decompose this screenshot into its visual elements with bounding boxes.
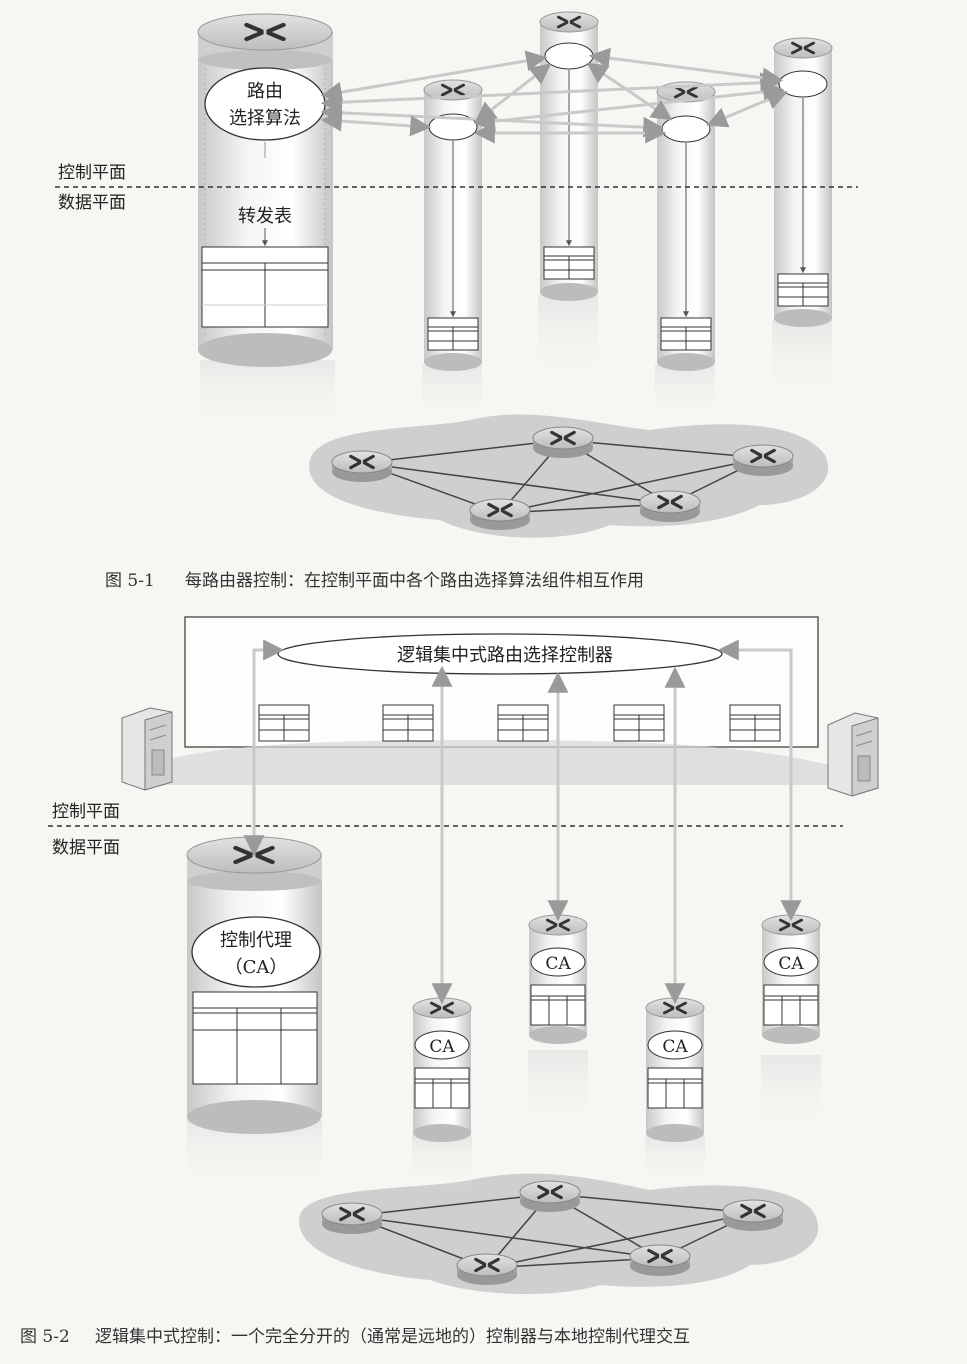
- control-agent-label-2: （CA）: [225, 957, 288, 978]
- server-icon: [121, 707, 173, 791]
- router-small-4: [773, 37, 833, 327]
- forwarding-table-icon: [763, 984, 819, 1026]
- controller-label: 逻辑集中式路由选择控制器: [397, 645, 613, 666]
- router-icon: [639, 490, 701, 522]
- routing-component: [778, 70, 828, 98]
- forwarding-table-icon: [201, 246, 329, 328]
- router-small-ca-4: CA: [761, 914, 821, 1044]
- router-small-1: [423, 79, 483, 371]
- router-icon: [629, 1244, 691, 1276]
- routing-interaction-arrows: [320, 47, 788, 144]
- ca-ellipse: [530, 947, 586, 977]
- forwarding-table-icon: [258, 704, 310, 742]
- forwarding-table-icon: [192, 991, 318, 1085]
- forwarding-table-icon: [777, 273, 829, 307]
- router-icon: [519, 1180, 581, 1212]
- figure-5-2: 逻辑集中式路由选择控制器: [20, 616, 879, 1347]
- ca-label: CA: [662, 1037, 688, 1057]
- routing-component: [544, 42, 594, 70]
- forwarding-table-icon: [660, 317, 712, 351]
- ca-ellipse: [414, 1030, 470, 1060]
- router-small-ca-3: CA: [645, 997, 705, 1142]
- router-icon: [469, 498, 531, 530]
- router-icon: [732, 444, 794, 476]
- ca-ellipse: [763, 947, 819, 977]
- routing-algorithm-label-1: 路由: [247, 81, 283, 102]
- forwarding-table-icon: [427, 317, 479, 351]
- forwarding-table-icon: [729, 704, 781, 742]
- routing-component: [661, 115, 711, 143]
- routing-algorithm-ellipse: [204, 67, 326, 141]
- router-small-ca-2: CA: [528, 914, 588, 1044]
- caption-text: 每路由器控制：在控制平面中各个路由选择算法组件相互作用: [185, 571, 644, 591]
- forwarding-table-icon: [543, 246, 595, 280]
- ca-label: CA: [429, 1037, 455, 1057]
- caption-number: 图 5-1: [105, 571, 155, 591]
- caption-number: 图 5-2: [20, 1327, 70, 1347]
- figure-5-1: 路由 选择算法 转发表: [55, 11, 858, 591]
- router-icon: [331, 450, 393, 482]
- forwarding-table-label: 转发表: [238, 206, 292, 227]
- ca-label: CA: [545, 954, 571, 974]
- forwarding-table-icon: [530, 984, 586, 1026]
- controller-agent-arrows: [243, 639, 802, 1005]
- router-small-ca-1: CA: [412, 997, 472, 1142]
- router-icon: [532, 426, 594, 458]
- router-small-2: [539, 11, 599, 301]
- caption-text: 逻辑集中式控制：一个完全分开的（通常是远地的）控制器与本地控制代理交互: [95, 1327, 690, 1347]
- ca-label: CA: [778, 954, 804, 974]
- router-icon: [722, 1199, 784, 1231]
- router-icon: [321, 1202, 383, 1234]
- control-plane-label: 控制平面: [52, 802, 120, 822]
- data-plane-label: 数据平面: [58, 193, 126, 213]
- ca-ellipse: [647, 1030, 703, 1060]
- forwarding-table-icon: [382, 704, 434, 742]
- forwarding-table-icon: [613, 704, 665, 742]
- control-agent-label-1: 控制代理: [220, 930, 292, 951]
- routing-algorithm-label-2: 选择算法: [229, 108, 301, 129]
- forwarding-table-icon: [497, 704, 549, 742]
- control-agent-ellipse: [191, 916, 321, 988]
- data-plane-label: 数据平面: [52, 838, 120, 858]
- control-plane-label: 控制平面: [58, 163, 126, 183]
- router-icon: [456, 1253, 518, 1285]
- forwarding-table-icon: [414, 1067, 470, 1109]
- router-small-3: [656, 81, 716, 371]
- server-icon: [827, 712, 879, 797]
- forwarding-table-icon: [647, 1067, 703, 1109]
